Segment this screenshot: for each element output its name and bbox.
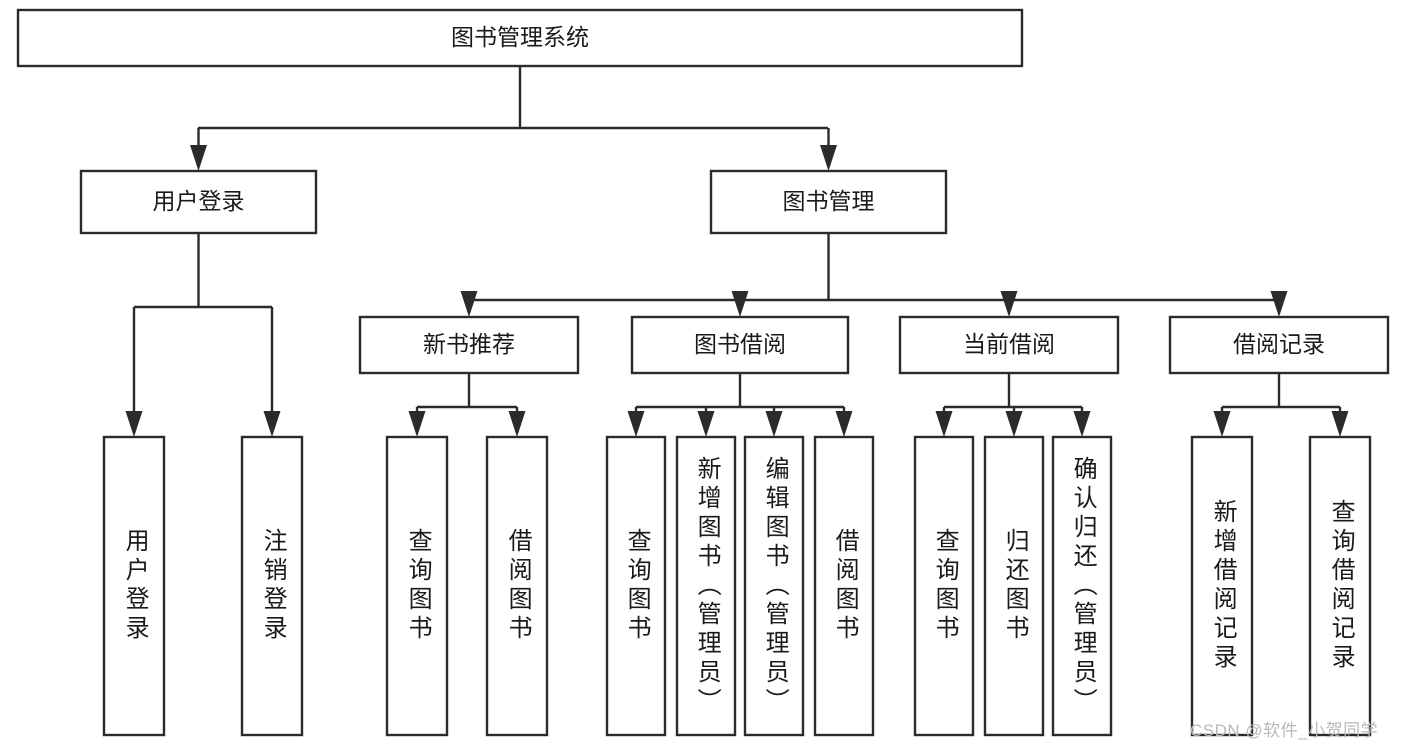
node-leaf-2-label: 查询图书 xyxy=(404,528,432,644)
node-leaf-9-rect[interactable] xyxy=(983,435,1045,737)
node-leaf-12-label-box: 查询借阅记录 xyxy=(1310,437,1370,735)
connector-arrowhead-root-l2-0 xyxy=(190,145,207,171)
node-level2-1-label: 图书管理 xyxy=(783,188,875,214)
node-leaf-6[interactable] xyxy=(743,435,805,737)
node-leaf-10-label-box: 确认归还（管理员） xyxy=(1053,437,1111,735)
node-leaf-5[interactable] xyxy=(675,435,737,737)
node-leaf-12[interactable] xyxy=(1308,435,1372,737)
connector-arrowhead-root-l2-1 xyxy=(820,145,837,171)
node-leaf-7-label-box: 借阅图书 xyxy=(815,437,873,735)
node-leaf-0-label-box: 用户登录 xyxy=(104,437,164,735)
node-leaf-0-label: 用户登录 xyxy=(121,528,149,644)
node-level3-1-label: 图书借阅 xyxy=(694,331,786,357)
connector-arrowhead-l3-1-leaf-2 xyxy=(765,411,783,437)
node-leaf-5-label-box: 新增图书（管理员） xyxy=(677,437,735,735)
connector-arrowhead-l3-1-leaf-3 xyxy=(835,411,853,437)
connector-arrowhead-l3-3-leaf-1 xyxy=(1331,411,1349,437)
node-leaf-11-label: 新增借阅记录 xyxy=(1209,499,1237,673)
node-leaf-11-label-box: 新增借阅记录 xyxy=(1192,437,1252,735)
connector-arrowhead-l3-2-leaf-1 xyxy=(1005,411,1023,437)
node-leaf-1[interactable] xyxy=(240,435,304,737)
node-level3-1-rect[interactable] xyxy=(630,315,850,375)
node-leaf-2-label-box: 查询图书 xyxy=(387,437,447,735)
node-leaf-2[interactable] xyxy=(385,435,449,737)
node-level3-1[interactable]: 图书借阅 xyxy=(630,315,850,375)
node-level3-0-label: 新书推荐 xyxy=(423,331,515,357)
node-leaf-2-rect[interactable] xyxy=(385,435,449,737)
node-root-book-management-system-rect[interactable] xyxy=(16,8,1024,68)
node-leaf-8-rect[interactable] xyxy=(913,435,975,737)
connector-arrowhead-l3-1-leaf-1 xyxy=(697,411,715,437)
connector-arrowhead-l3-2-leaf-0 xyxy=(935,411,953,437)
node-leaf-9-label-box: 归还图书 xyxy=(985,437,1043,735)
node-leaf-5-rect[interactable] xyxy=(675,435,737,737)
connector-arrowhead-l3-0-leaf-0 xyxy=(408,411,426,437)
node-level2-1-rect[interactable] xyxy=(709,169,948,235)
node-leaf-7-rect[interactable] xyxy=(813,435,875,737)
node-leaf-9[interactable] xyxy=(983,435,1045,737)
node-level3-3[interactable]: 借阅记录 xyxy=(1168,315,1390,375)
node-leaf-8[interactable] xyxy=(913,435,975,737)
node-leaf-1-label: 注销登录 xyxy=(259,528,287,644)
node-leaf-6-label: 编辑图书（管理员） xyxy=(761,456,789,717)
connector-arrowhead-mgmt-l3-0 xyxy=(460,291,478,317)
connector-arrowhead-mgmt-l3-1 xyxy=(731,291,749,317)
node-leaf-3-label: 借阅图书 xyxy=(504,528,532,644)
node-level3-2[interactable]: 当前借阅 xyxy=(898,315,1120,375)
connector-arrowhead-user-leaf-1 xyxy=(263,411,281,437)
connector-arrowhead-l3-2-leaf-2 xyxy=(1073,411,1091,437)
node-level2-0-rect[interactable] xyxy=(79,169,318,235)
node-leaf-0[interactable] xyxy=(102,435,166,737)
node-leaf-7[interactable] xyxy=(813,435,875,737)
node-level3-2-rect[interactable] xyxy=(898,315,1120,375)
connector-arrowhead-l3-0-leaf-1 xyxy=(508,411,526,437)
node-leaf-0-rect[interactable] xyxy=(102,435,166,737)
node-leaf-6-rect[interactable] xyxy=(743,435,805,737)
node-leaf-10[interactable] xyxy=(1051,435,1113,737)
connector-arrowhead-mgmt-l3-2 xyxy=(1000,291,1018,317)
node-leaf-12-rect[interactable] xyxy=(1308,435,1372,737)
node-root-book-management-system-label: 图书管理系统 xyxy=(451,24,589,50)
node-level2-1[interactable]: 图书管理 xyxy=(709,169,948,235)
node-leaf-4-label-box: 查询图书 xyxy=(607,437,665,735)
node-level3-2-label: 当前借阅 xyxy=(963,331,1055,357)
node-leaf-9-label: 归还图书 xyxy=(1001,528,1029,644)
node-leaf-10-label: 确认归还（管理员） xyxy=(1069,456,1097,717)
node-leaf-7-label: 借阅图书 xyxy=(831,528,859,644)
node-level3-3-label: 借阅记录 xyxy=(1233,331,1325,357)
node-leaf-12-label: 查询借阅记录 xyxy=(1327,499,1355,673)
node-leaf-1-label-box: 注销登录 xyxy=(242,437,302,735)
connector-arrowhead-l3-1-leaf-0 xyxy=(627,411,645,437)
node-leaf-3-label-box: 借阅图书 xyxy=(487,437,547,735)
node-leaf-4[interactable] xyxy=(605,435,667,737)
node-leaf-3-rect[interactable] xyxy=(485,435,549,737)
node-leaf-10-rect[interactable] xyxy=(1051,435,1113,737)
node-level2-0[interactable]: 用户登录 xyxy=(79,169,318,235)
node-leaf-1-rect[interactable] xyxy=(240,435,304,737)
node-leaf-6-label-box: 编辑图书（管理员） xyxy=(745,437,803,735)
node-root-book-management-system[interactable]: 图书管理系统 xyxy=(16,8,1024,68)
node-level3-0[interactable]: 新书推荐 xyxy=(358,315,580,375)
node-leaf-3[interactable] xyxy=(485,435,549,737)
node-leaf-8-label: 查询图书 xyxy=(931,528,959,644)
node-level3-0-rect[interactable] xyxy=(358,315,580,375)
connector-arrowhead-user-leaf-0 xyxy=(125,411,143,437)
node-leaf-8-label-box: 查询图书 xyxy=(915,437,973,735)
node-level3-3-rect[interactable] xyxy=(1168,315,1390,375)
node-leaf-11[interactable] xyxy=(1190,435,1254,737)
connector-arrowhead-l3-3-leaf-0 xyxy=(1213,411,1231,437)
node-leaf-11-rect[interactable] xyxy=(1190,435,1254,737)
node-leaf-4-rect[interactable] xyxy=(605,435,667,737)
node-level2-0-label: 用户登录 xyxy=(153,188,245,214)
node-leaf-4-label: 查询图书 xyxy=(623,528,651,644)
connector-arrowhead-mgmt-l3-3 xyxy=(1270,291,1288,317)
watermark-label: CSDN @软件_小贺同学 xyxy=(1190,721,1379,740)
node-leaf-5-label: 新增图书（管理员） xyxy=(693,456,721,717)
